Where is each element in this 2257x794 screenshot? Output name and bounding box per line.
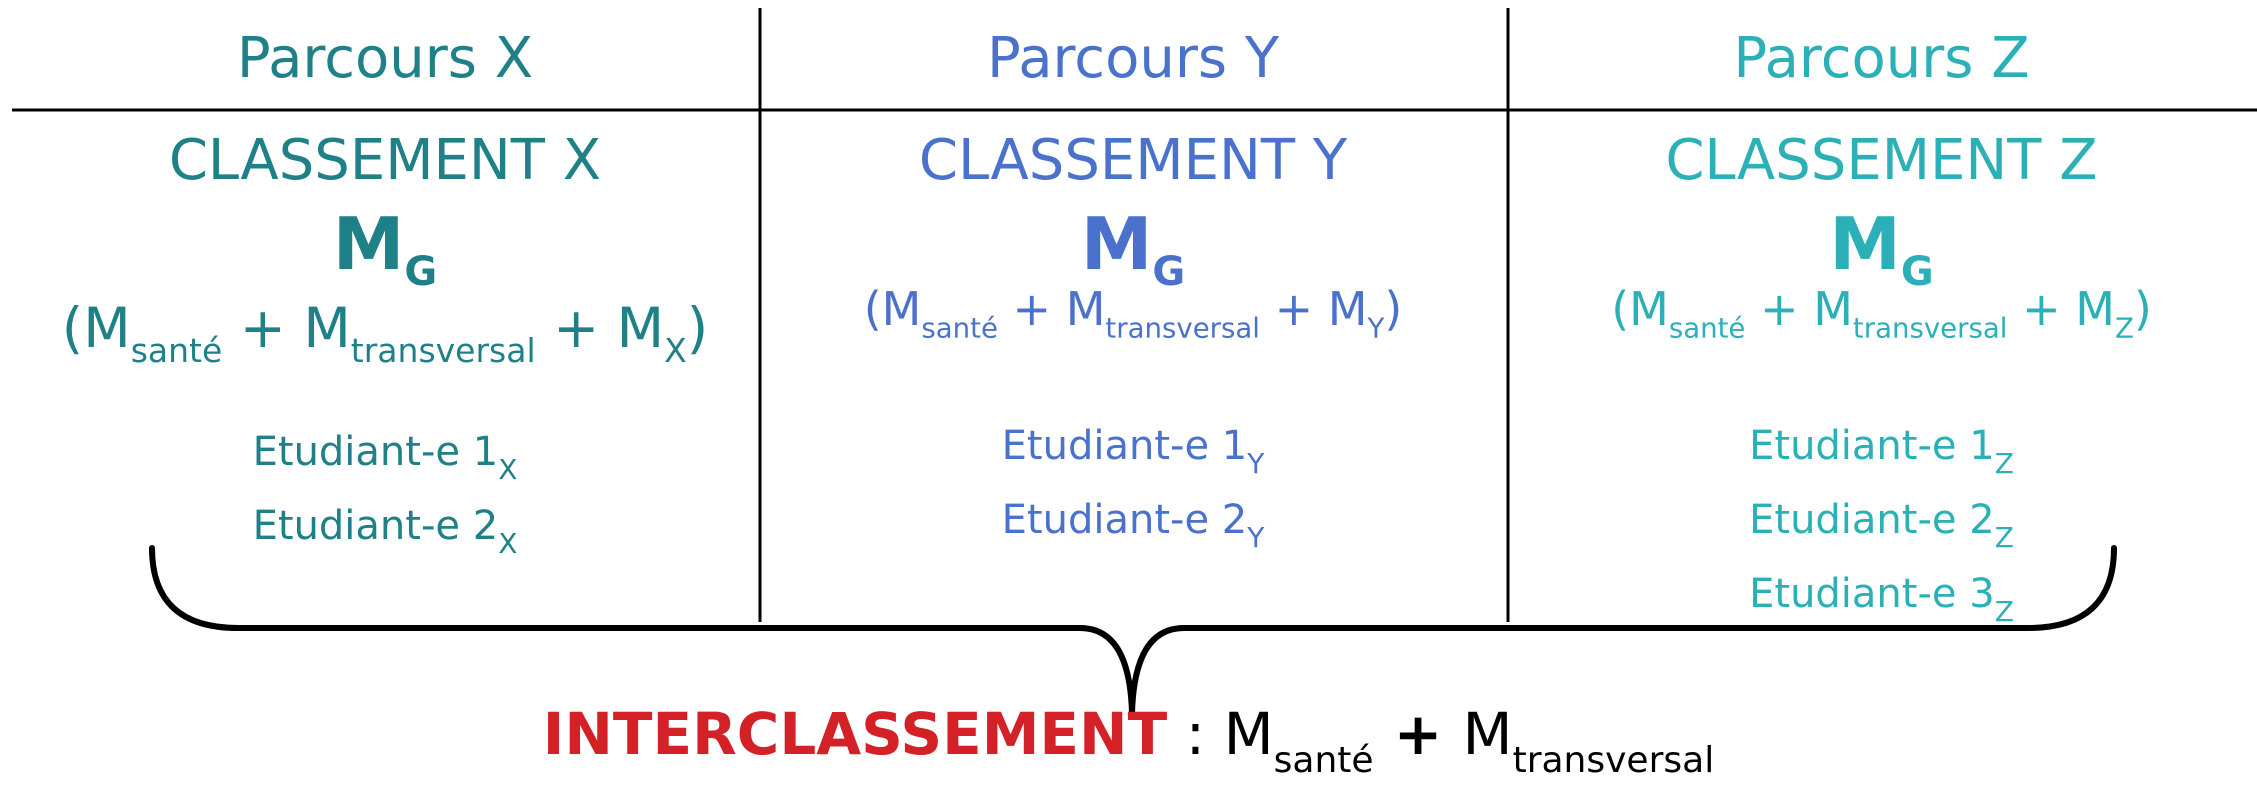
formula-z: (Msanté + Mtransversal + MZ) <box>1611 282 2152 345</box>
mg-y-label: MG <box>1080 202 1186 295</box>
formula-y: (Msanté + Mtransversal + MY) <box>863 282 1403 345</box>
student-item: Etudiant-e 1Y <box>1001 423 1265 480</box>
student-item: Etudiant-e 2Y <box>1001 497 1265 554</box>
formula-x: (Msanté + Mtransversal + MX) <box>61 296 709 370</box>
parcours-y-heading: Parcours Y <box>986 26 1280 91</box>
parcours-x-heading: Parcours X <box>236 26 534 91</box>
curly-brace <box>149 545 2117 717</box>
student-item: Etudiant-e 2Z <box>1749 497 2014 554</box>
classement-z-title: CLASSEMENT Z <box>1665 128 2098 193</box>
interclassement-title: INTERCLASSEMENT <box>542 700 1168 768</box>
student-item: Etudiant-e 2X <box>252 503 518 560</box>
mg-x-label: MG <box>332 202 438 295</box>
students-x-list: Etudiant-e 1X Etudiant-e 2X <box>12 424 758 572</box>
student-item: Etudiant-e 3Z <box>1749 571 2014 628</box>
parcours-z-heading: Parcours Z <box>1733 26 2030 91</box>
students-y-list: Etudiant-e 1Y Etudiant-e 2Y <box>760 418 1506 566</box>
mg-z-label: MG <box>1829 202 1934 295</box>
classement-x-title: CLASSEMENT X <box>168 128 602 193</box>
student-item: Etudiant-e 1X <box>252 429 518 486</box>
interclassement-formula: INTERCLASSEMENT : Msanté + Mtransversal <box>542 700 1715 781</box>
classement-y-title: CLASSEMENT Y <box>918 128 1348 193</box>
student-item: Etudiant-e 1Z <box>1749 423 2014 480</box>
students-z-list: Etudiant-e 1Z Etudiant-e 2Z Etudiant-e 3… <box>1508 418 2255 640</box>
